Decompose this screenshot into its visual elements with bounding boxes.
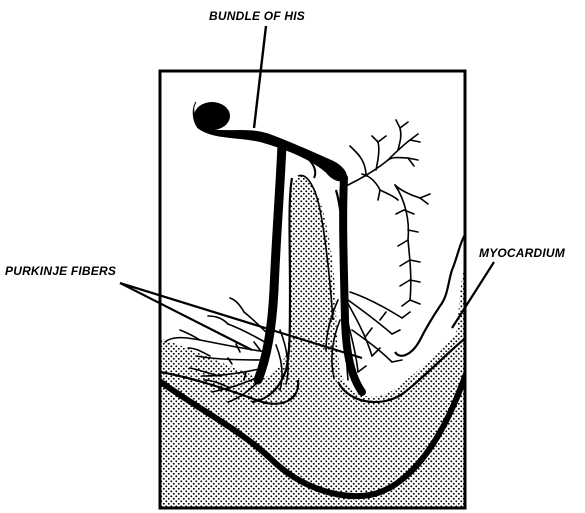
leader-myocardium <box>452 262 494 328</box>
myocardium-label: MYOCARDIUM <box>479 246 565 260</box>
leader-purkinje-1 <box>120 283 252 350</box>
purkinje-fan-right <box>348 120 430 306</box>
purkinje-fibers-label: PURKINJE FIBERS <box>5 264 116 278</box>
leader-bundle-of-his <box>254 26 266 128</box>
bundle-of-his-node <box>194 102 230 130</box>
bundle-of-his-label: BUNDLE OF HIS <box>209 9 305 23</box>
